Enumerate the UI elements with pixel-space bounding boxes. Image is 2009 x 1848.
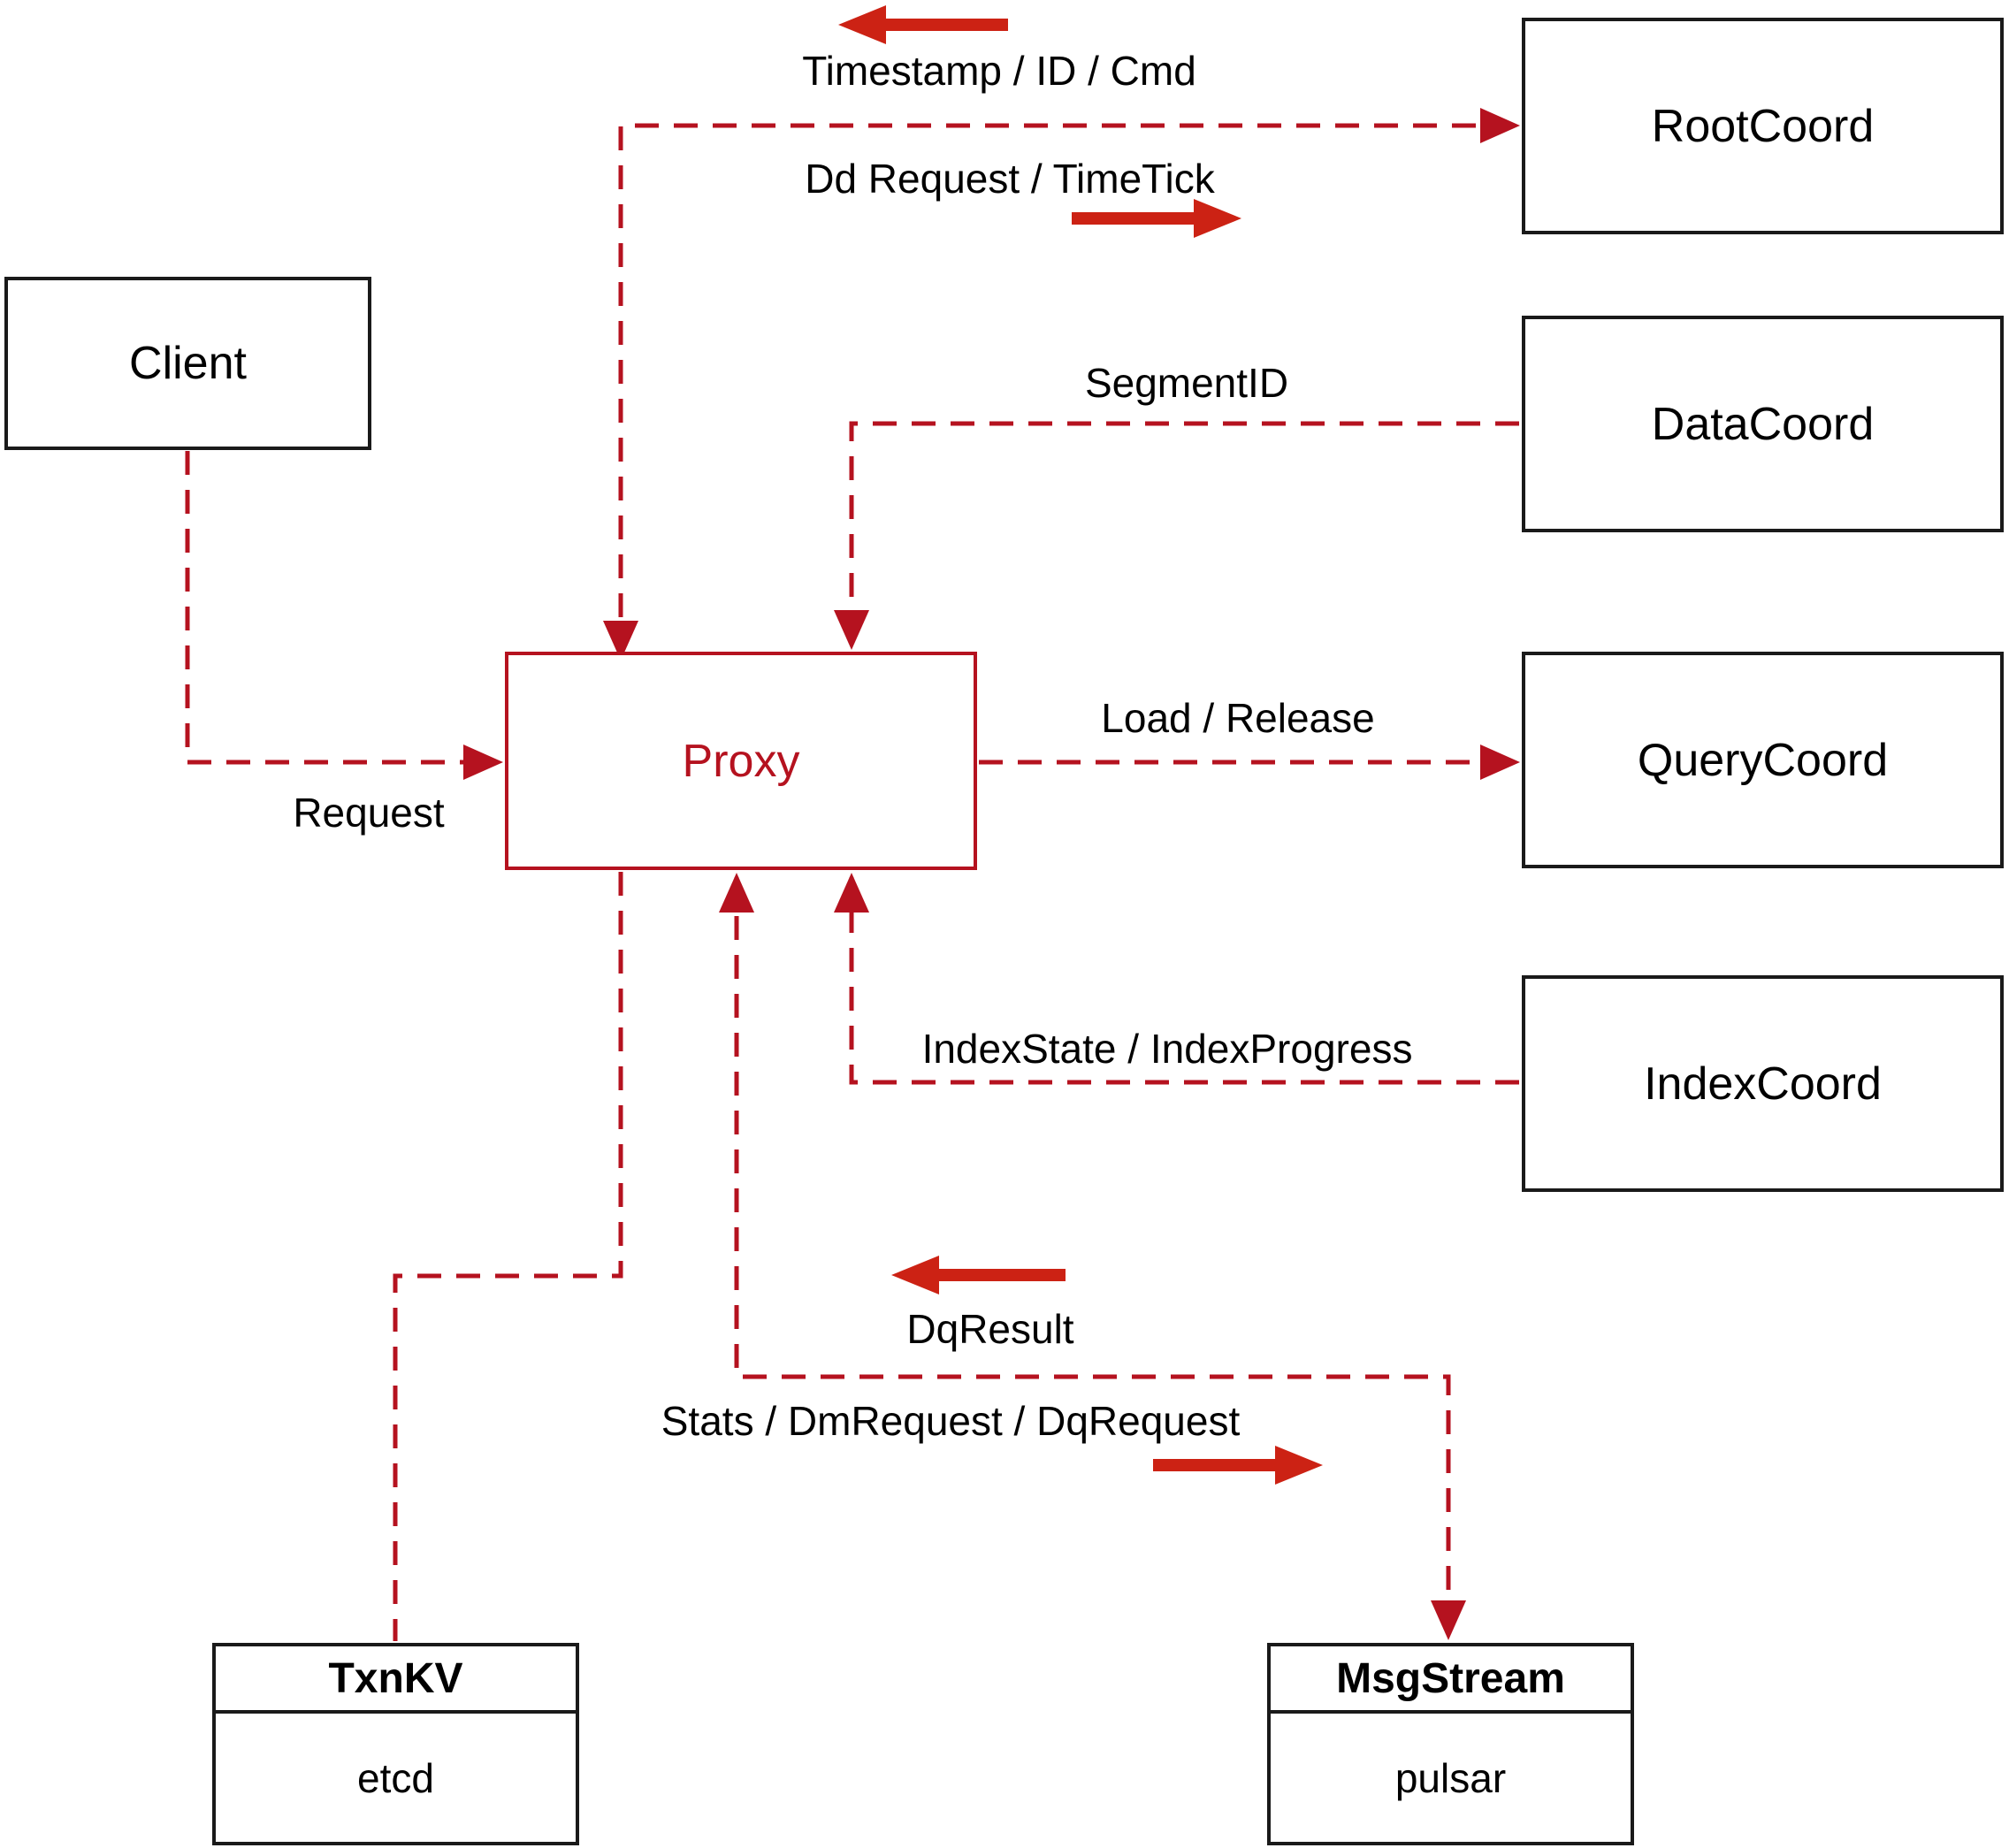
node-txnkv-title: TxnKV	[216, 1646, 576, 1714]
direction-arrow-right-ddrequest-icon	[1072, 199, 1241, 238]
node-indexcoord: IndexCoord	[1522, 975, 2004, 1192]
node-rootcoord-label: RootCoord	[1651, 100, 1875, 152]
node-indexcoord-label: IndexCoord	[1644, 1058, 1882, 1110]
node-datacoord-label: DataCoord	[1651, 398, 1875, 450]
edge-proxy-rootcoord	[603, 108, 1520, 661]
node-msgstream-title: MsgStream	[1271, 1646, 1631, 1714]
node-querycoord-label: QueryCoord	[1637, 734, 1889, 786]
edge-label-request: Request	[293, 790, 445, 836]
node-msgstream-body: pulsar	[1394, 1754, 1507, 1801]
edge-label-dd-request-timetick: Dd Request / TimeTick	[805, 156, 1215, 202]
node-txnkv-body: etcd	[357, 1754, 434, 1801]
node-proxy: Proxy	[505, 652, 977, 870]
node-msgstream: MsgStream pulsar	[1267, 1643, 1634, 1845]
edge-datacoord-proxy	[834, 421, 1519, 650]
edge-label-stats-dmrequest-dqrequest: Stats / DmRequest / DqRequest	[661, 1398, 1241, 1444]
edge-label-timestamp-id-cmd: Timestamp / ID / Cmd	[802, 48, 1196, 94]
direction-arrow-left-dqresult-icon	[891, 1256, 1066, 1294]
node-datacoord: DataCoord	[1522, 316, 2004, 532]
direction-arrow-right-stats-icon	[1153, 1446, 1323, 1485]
node-client-label: Client	[129, 338, 247, 389]
edge-label-segmentid: SegmentID	[1084, 360, 1289, 406]
node-rootcoord: RootCoord	[1522, 18, 2004, 234]
edge-client-proxy	[185, 451, 503, 780]
edge-label-indexstate-indexprogress: IndexState / IndexProgress	[921, 1026, 1413, 1072]
direction-arrow-left-timestamp-icon	[838, 5, 1008, 44]
edge-label-load-release: Load / Release	[1101, 695, 1375, 741]
node-txnkv: TxnKV etcd	[212, 1643, 579, 1845]
edge-label-dqresult: DqResult	[906, 1306, 1074, 1352]
edge-proxy-msgstream	[719, 873, 1466, 1640]
node-querycoord: QueryCoord	[1522, 652, 2004, 868]
node-client: Client	[4, 277, 371, 450]
edge-proxy-txnkv	[393, 872, 623, 1641]
node-proxy-label: Proxy	[682, 735, 800, 787]
